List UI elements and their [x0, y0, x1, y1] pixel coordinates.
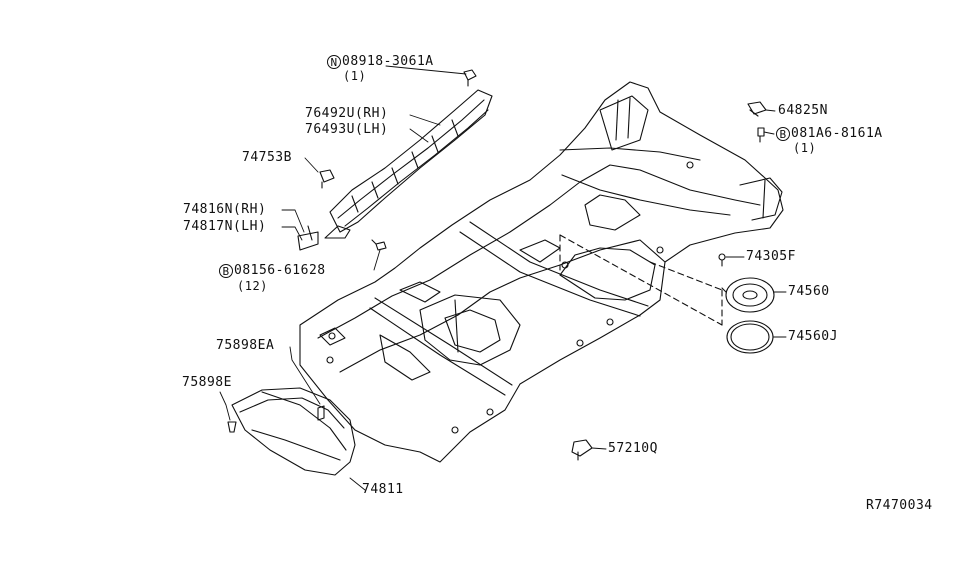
leader-lines	[219, 65, 787, 491]
label-76493U: 76493U(LH)	[305, 122, 389, 137]
side-member-rail	[324, 89, 493, 239]
clip-75898EA	[317, 405, 325, 421]
label-74753B: 74753B	[242, 150, 292, 165]
part-qty: (1)	[793, 141, 817, 155]
label-74560: 74560	[788, 284, 830, 299]
screw-74305F	[718, 253, 726, 267]
grommet-64825N	[747, 101, 767, 117]
speaker-guide-lines	[559, 234, 723, 326]
part-code: 08918-3061A	[342, 54, 434, 69]
bracket-74816N	[297, 225, 319, 251]
circle-prefix-b: B	[776, 127, 790, 141]
label-74817N: 74817N(LH)	[183, 219, 267, 234]
fastener-nut-08918	[463, 69, 477, 87]
part-code: 081A6-8161A	[791, 126, 883, 141]
bolt-081A6	[757, 127, 765, 143]
clip-75898E	[227, 421, 237, 433]
label-74811: 74811	[362, 482, 404, 497]
floor-panel	[299, 81, 784, 463]
bolt-08156	[371, 239, 387, 251]
label-08156-qty: (12)	[237, 279, 268, 293]
label-74816N: 74816N(RH)	[183, 202, 267, 217]
circle-prefix-n: N	[327, 55, 341, 69]
clip-57210Q	[571, 439, 593, 461]
label-75898EA: 75898EA	[216, 338, 275, 353]
part-qty: (1)	[343, 69, 367, 83]
speaker-74560	[721, 277, 775, 313]
label-75898E: 75898E	[182, 375, 232, 390]
label-74305F: 74305F	[746, 249, 796, 264]
under-cover	[231, 387, 356, 476]
label-081A6-qty: (1)	[793, 141, 816, 155]
part-code: 08156-61628	[234, 263, 326, 278]
label-57210Q: 57210Q	[608, 441, 658, 456]
circle-prefix-b: B	[219, 264, 233, 278]
label-64825N: 64825N	[778, 103, 828, 118]
part-qty: (12)	[237, 279, 268, 293]
label-76492U: 76492U(RH)	[305, 106, 389, 121]
label-74560J: 74560J	[788, 329, 838, 344]
diagram-reference: R7470034	[866, 498, 933, 513]
speaker-gasket-74560J	[726, 320, 774, 354]
nut-74753B	[319, 169, 335, 189]
label-08918-qty: (1)	[343, 69, 366, 83]
